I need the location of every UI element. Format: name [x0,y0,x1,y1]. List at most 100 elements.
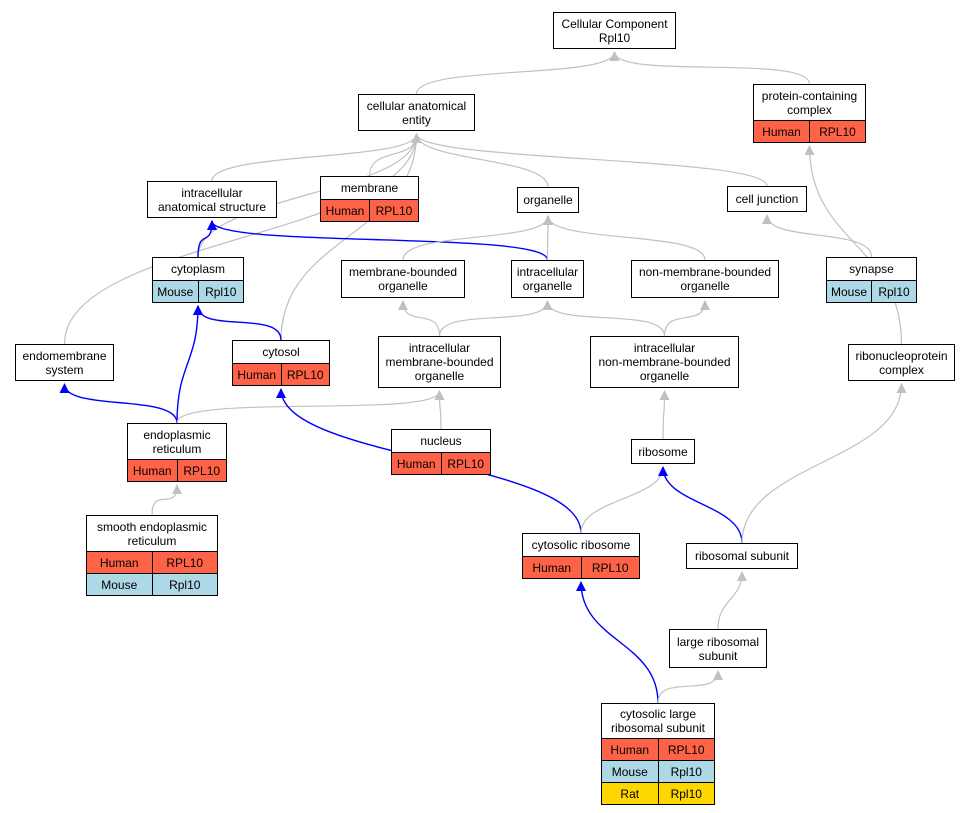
node-label: cell junction [735,192,799,206]
node-label: organelle [523,193,573,207]
node-intracellular-organelle[interactable]: intracellular organelle [511,260,584,298]
annotation-row: Human RPL10 [321,199,418,221]
gene-cell: Rpl10 [151,574,218,595]
gene-cell: Rpl10 [871,281,916,302]
edge-endoplasmic-reticulum-to-endomembrane-system [59,383,178,424]
node-label: large ribosomal subunit [676,634,760,663]
edge-synapse-to-cell-junction [762,214,873,258]
gene-cell: RPL10 [280,364,330,385]
edge-ribosome-to-intracellular-non-membrane-bounded-organelle [659,390,670,440]
node-label: nucleus [420,434,462,448]
edge-intracellular-organelle-to-organelle [542,215,553,261]
node-label: membrane [340,181,399,195]
species-cell: Mouse [101,577,138,592]
node-label: cytosolic large ribosomal subunit [610,707,706,735]
node-label: ribosomal subunit [694,549,790,563]
node-endomembrane-system[interactable]: endomembrane system [15,344,114,381]
node-label: cellular anatomical entity [366,98,467,127]
gene-cell: Rpl10 [657,783,715,804]
species-cell: Mouse [830,284,868,299]
node-ribonucleoprotein-complex[interactable]: ribonucleoprotein complex [848,344,955,381]
edge-endoplasmic-reticulum-to-cytoplasm [176,305,203,424]
node-label: cytosol [262,345,300,359]
node-non-membrane-bounded-organelle[interactable]: non-membrane-bounded organelle [631,260,779,298]
node-label: intracellular membrane-bounded organelle [385,341,494,383]
species-cell: Human [325,203,365,218]
edge-intracellular-non-membrane-bounded-organelle-to-intracellular-organelle [542,300,666,337]
species-cell: Mouse [611,764,648,779]
gene-cell: RPL10 [176,460,227,481]
node-label: smooth endoplasmic reticulum [96,519,208,548]
annotation-row: Mouse Rpl10 [602,760,714,782]
gene-cell: Rpl10 [657,761,715,782]
edge-cytosol-to-cellular-anatomical-entity [280,133,422,341]
species-cell: Mouse [157,284,194,299]
node-label: protein-containing complex [761,88,858,117]
gene-cell: RPL10 [151,552,218,573]
node-intracellular-membrane-bounded-organelle[interactable]: intracellular membrane-bounded organelle [378,336,501,388]
node-label: intracellular non-membrane-bounded organ… [598,341,731,383]
node-label: cytoplasm [170,262,226,276]
node-membrane-bounded-organelle[interactable]: membrane-bounded organelle [341,260,465,298]
gene-cell: RPL10 [580,557,640,578]
node-ribosome[interactable]: ribosome [631,439,695,464]
annotation-row: Human RPL10 [754,120,865,142]
species-cell: Rat [620,786,640,801]
edge-ribonucleoprotein-complex-to-protein-containing-complex [804,145,903,345]
gene-cell: RPL10 [369,200,418,221]
edge-intracellular-anatomical-structure-to-cellular-anatomical-entity [211,133,422,182]
node-intracellular-non-membrane-bounded-organelle[interactable]: intracellular non-membrane-bounded organ… [590,336,739,388]
node-cellular-component[interactable]: Cellular Component Rpl10 [553,12,676,49]
node-cellular-anatomical-entity[interactable]: cellular anatomical entity [358,94,475,131]
edge-large-ribosomal-subunit-to-ribosomal-subunit [717,571,747,630]
node-label: cytosolic ribosome [531,538,631,552]
edge-cytosolic-ribosome-to-ribosome [580,466,668,534]
species-cell: Human [610,742,650,757]
annotation-row: Mouse Rpl10 [87,573,217,595]
edge-cytosol-to-cytoplasm [193,305,282,341]
node-ribosomal-subunit[interactable]: ribosomal subunit [686,543,798,569]
edge-endomembrane-system-to-cellular-anatomical-entity [63,133,422,345]
edge-intracellular-membrane-bounded-organelle-to-intracellular-organelle [438,300,553,337]
species-cell: Human [99,555,139,570]
node-label: endomembrane system [22,348,107,377]
annotation-row: Rat Rpl10 [602,782,714,804]
node-label: Cellular Component Rpl10 [561,16,668,45]
edge-intracellular-non-membrane-bounded-organelle-to-non-membrane-bounded-organelle [663,300,710,337]
species-cell: Human [132,463,172,478]
node-label: intracellular organelle [516,265,579,293]
node-intracellular-anatomical-structure[interactable]: intracellular anatomical structure [147,181,277,218]
edge-smooth-endoplasmic-reticulum-to-endoplasmic-reticulum [151,484,182,516]
node-organelle[interactable]: organelle [517,187,579,213]
gene-cell: RPL10 [657,739,715,760]
node-cell-junction[interactable]: cell junction [727,186,807,212]
edge-ribosomal-subunit-to-ribonucleoprotein-complex [741,383,907,544]
species-cell: Human [396,456,436,471]
gene-cell: RPL10 [809,121,865,142]
edge-ribosomal-subunit-to-ribosome [658,466,743,544]
gene-cell: Rpl10 [197,281,244,302]
species-cell: Human [762,124,801,139]
edge-cellular-anatomical-entity-to-cellular-component [415,51,620,95]
node-label: ribosome [638,444,688,459]
node-label: synapse [849,262,894,276]
node-large-ribosomal-subunit[interactable]: large ribosomal subunit [669,629,767,668]
node-label: ribonucleoprotein complex [855,348,948,377]
edge-cytosolic-large-ribosomal-subunit-to-large-ribosomal-subunit [657,670,723,704]
edge-intracellular-membrane-bounded-organelle-to-membrane-bounded-organelle [398,300,441,337]
